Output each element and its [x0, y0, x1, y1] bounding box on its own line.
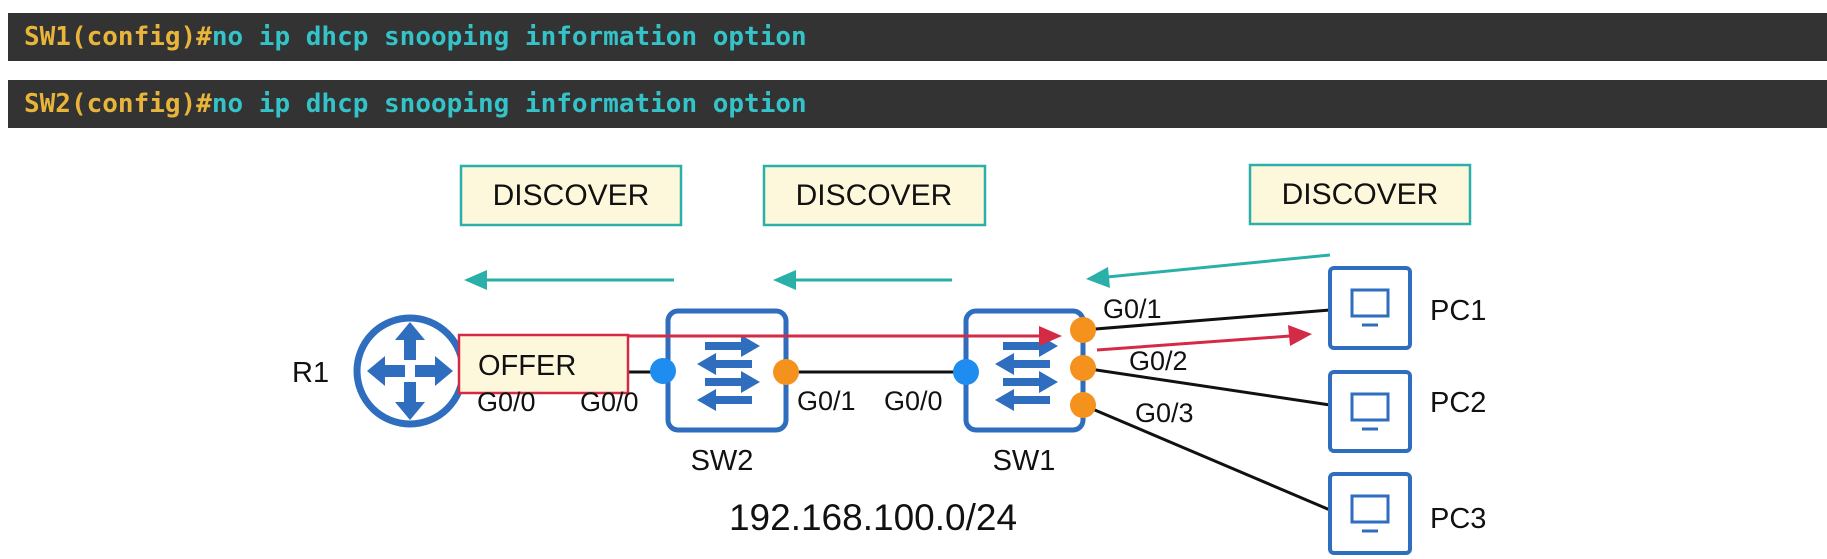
cli-prompt: SW1(config)#: [24, 22, 212, 52]
discover-box-3: DISCOVER: [1248, 163, 1472, 226]
discover-arrow-2: [773, 270, 952, 290]
device-label-sw1: SW1: [993, 445, 1056, 477]
switch-sw2-icon: [665, 308, 789, 433]
discover-box-2: DISCOVER: [762, 164, 987, 227]
switch-sw1-icon: [963, 308, 1086, 433]
port-sw1-g00-trusted: [953, 359, 979, 385]
port-sw2-g01: [773, 359, 799, 385]
device-label-pc3: PC3: [1430, 503, 1486, 535]
link-sw1-pc1: [1082, 308, 1331, 332]
discover-arrow-1: [464, 270, 674, 290]
router-r1-icon: [353, 314, 467, 428]
port-label-r1-g00: G0/0: [477, 387, 536, 417]
port-label-sw1-g00: G0/0: [884, 386, 943, 416]
port-label-sw1-g01: G0/1: [1103, 294, 1162, 324]
link-sw1-pc3: [1082, 403, 1331, 512]
offer-arrow-2: [1096, 325, 1312, 352]
discover-box-1: DISCOVER: [459, 164, 683, 227]
port-sw1-g02: [1070, 355, 1096, 381]
cli-prompt: SW2(config)#: [24, 89, 212, 119]
link-sw1-pc2: [1082, 366, 1331, 407]
discover-label: DISCOVER: [1282, 178, 1439, 211]
cli-line-sw2: SW2(config)#no ip dhcp snooping informat…: [8, 80, 1827, 128]
port-label-sw2-g01: G0/1: [797, 386, 856, 416]
port-sw2-g00-trusted: [650, 358, 676, 384]
offer-label: OFFER: [478, 350, 576, 382]
port-sw1-g01: [1070, 317, 1096, 343]
offer-box: OFFER: [457, 333, 630, 395]
port-label-sw1-g02: G0/2: [1129, 346, 1188, 376]
cli-line-sw1: SW1(config)#no ip dhcp snooping informat…: [8, 13, 1827, 61]
port-label-sw2-g00: G0/0: [580, 387, 639, 417]
cli-command: no ip dhcp snooping information option: [211, 22, 807, 52]
device-label-sw2: SW2: [691, 445, 754, 477]
pc2-icon: [1328, 370, 1412, 453]
device-label-pc2: PC2: [1430, 387, 1486, 419]
subnet-label: 192.168.100.0/24: [729, 497, 1017, 538]
port-sw1-g03: [1070, 392, 1096, 418]
discover-label: DISCOVER: [493, 179, 650, 212]
discover-label: DISCOVER: [796, 179, 953, 212]
port-label-sw1-g03: G0/3: [1135, 398, 1194, 428]
cli-command: no ip dhcp snooping information option: [211, 89, 807, 119]
pc1-icon: [1328, 266, 1412, 350]
pc3-icon: [1328, 472, 1412, 555]
discover-arrow-3: [1086, 253, 1331, 288]
device-label-pc1: PC1: [1430, 295, 1486, 327]
device-label-r1: R1: [292, 357, 329, 389]
